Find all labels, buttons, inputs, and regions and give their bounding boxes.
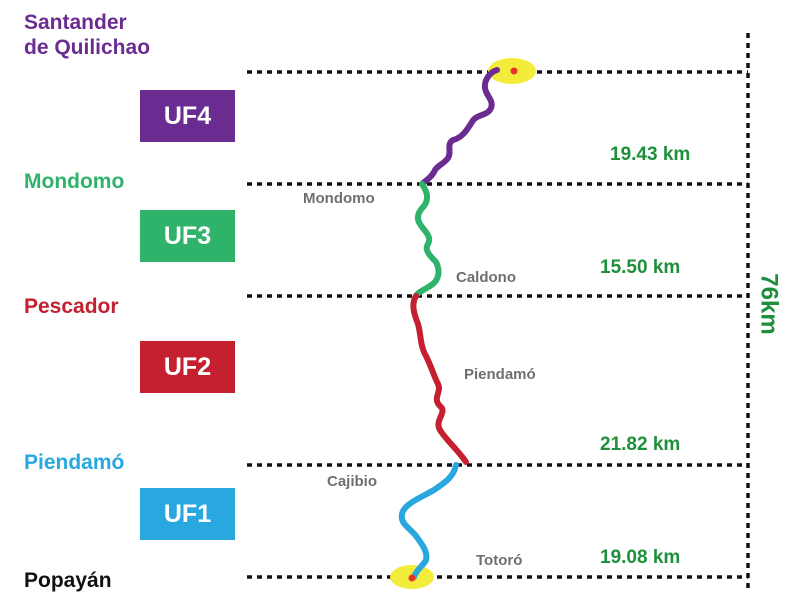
town-piendamo: Piendamó: [464, 366, 536, 383]
distance-uf3: 15.50 km: [600, 257, 681, 278]
distance-uf2: 21.82 km: [600, 434, 681, 455]
route-uf4: [419, 67, 500, 187]
label-santander-de-quilichao: Santander de Quilichao: [24, 10, 150, 60]
town-mondomo: Mondomo: [303, 190, 375, 207]
route-uf2: [410, 293, 469, 465]
label-piendamo: Piendamó: [24, 451, 125, 474]
label-santander-line1: Santander: [24, 11, 127, 34]
route-uf3: [413, 181, 442, 299]
uf4-box: UF4: [140, 90, 235, 142]
distance-uf4: 19.43 km: [610, 144, 691, 165]
town-cajibio: Cajibio: [327, 473, 378, 490]
label-popayan: Popayán: [24, 569, 112, 592]
town-caldono: Caldono: [456, 269, 516, 286]
total-length-label: 76km: [755, 273, 783, 335]
uf1-box: UF1: [140, 488, 235, 540]
uf2-box: UF2: [140, 341, 235, 393]
label-santander-line2: de Quilichao: [24, 36, 151, 59]
endpoint-dot-popayan: [408, 574, 416, 582]
distance-uf1: 19.08 km: [600, 547, 681, 568]
label-mondomo: Mondomo: [24, 170, 125, 193]
route-uf1: [398, 462, 459, 580]
uf3-box: UF3: [140, 210, 235, 262]
endpoint-dot-santander: [510, 67, 518, 75]
label-pescador: Pescador: [24, 295, 119, 318]
town-totoro: Totoró: [476, 552, 523, 569]
